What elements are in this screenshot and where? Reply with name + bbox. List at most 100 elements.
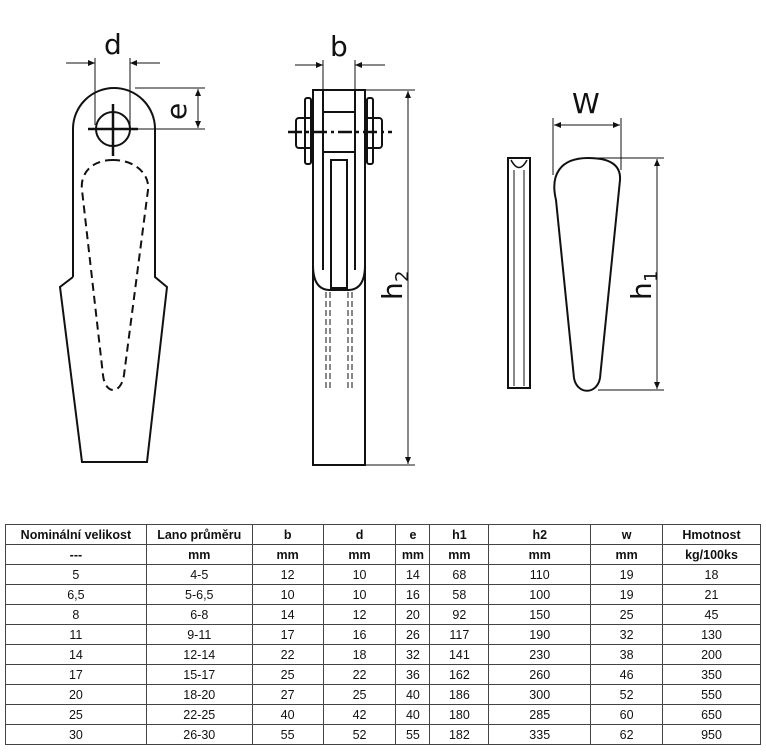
wedge-view — [507, 118, 664, 392]
table-cell: 10 — [251, 584, 324, 605]
table-cell: 22 — [322, 664, 397, 685]
column-header: d — [322, 524, 397, 545]
table-cell: 32 — [395, 644, 431, 665]
table-cell: 58 — [429, 584, 490, 605]
table-cell: 32 — [590, 624, 664, 645]
table-cell: 117 — [429, 624, 490, 645]
table-cell: 230 — [488, 644, 592, 665]
column-header: w — [590, 524, 664, 545]
table-cell: 300 — [488, 684, 592, 705]
label-h1-sub: 1 — [641, 271, 662, 282]
table-cell: 200 — [662, 644, 761, 665]
table-cell: 19 — [590, 584, 664, 605]
table-cell: 5 — [5, 564, 147, 585]
table-cell: 25 — [5, 704, 147, 725]
table-cell: 16 — [395, 584, 431, 605]
unit-cell: mm — [590, 544, 664, 565]
unit-cell: mm — [322, 544, 397, 565]
side-view — [288, 60, 415, 466]
table-cell: 68 — [429, 564, 490, 585]
table-cell: 9-11 — [145, 624, 253, 645]
table-cell: 8 — [5, 604, 147, 625]
column-header: Lano průměru — [145, 524, 253, 545]
unit-cell: mm — [145, 544, 253, 565]
table-cell: 27 — [251, 684, 324, 705]
table-cell: 45 — [662, 604, 761, 625]
table-cell: 21 — [662, 584, 761, 605]
column-header: e — [395, 524, 431, 545]
column-header: Hmotnost — [662, 524, 761, 545]
table-cell: 46 — [590, 664, 664, 685]
table-cell: 186 — [429, 684, 490, 705]
column-header: Nominální velikost — [5, 524, 147, 545]
table-cell: 60 — [590, 704, 664, 725]
column-header: b — [251, 524, 324, 545]
table-cell: 20 — [5, 684, 147, 705]
table-cell: 19 — [590, 564, 664, 585]
unit-cell: mm — [395, 544, 431, 565]
table-cell: 55 — [251, 724, 324, 745]
table-cell: 550 — [662, 684, 761, 705]
table-cell: 141 — [429, 644, 490, 665]
label-d: d — [104, 28, 122, 61]
table-cell: 11 — [5, 624, 147, 645]
front-view — [58, 58, 205, 463]
table-cell: 182 — [429, 724, 490, 745]
label-h2: h — [376, 282, 409, 300]
unit-cell: mm — [488, 544, 592, 565]
table-cell: 38 — [590, 644, 664, 665]
table-cell: 12 — [251, 564, 324, 585]
table-cell: 25 — [322, 684, 397, 705]
table-cell: 130 — [662, 624, 761, 645]
table-cell: 36 — [395, 664, 431, 685]
table-cell: 10 — [322, 564, 397, 585]
table-cell: 150 — [488, 604, 592, 625]
table-cell: 52 — [322, 724, 397, 745]
table-cell: 16 — [322, 624, 397, 645]
label-h2-sub: 2 — [392, 271, 413, 282]
column-header: h1 — [429, 524, 490, 545]
table-cell: 25 — [590, 604, 664, 625]
table-cell: 950 — [662, 724, 761, 745]
label-w: W — [572, 87, 600, 120]
table-cell: 92 — [429, 604, 490, 625]
unit-cell: mm — [251, 544, 324, 565]
table-cell: 22-25 — [145, 704, 253, 725]
table-cell: 110 — [488, 564, 592, 585]
table-cell: 40 — [395, 684, 431, 705]
table-cell: 26 — [395, 624, 431, 645]
table-cell: 42 — [322, 704, 397, 725]
table-cell: 335 — [488, 724, 592, 745]
table-cell: 10 — [322, 584, 397, 605]
table-cell: 40 — [251, 704, 324, 725]
unit-cell: mm — [429, 544, 490, 565]
table-cell: 162 — [429, 664, 490, 685]
label-b: b — [330, 30, 348, 63]
table-cell: 26-30 — [145, 724, 253, 745]
table-cell: 6,5 — [5, 584, 147, 605]
table-cell: 260 — [488, 664, 592, 685]
table-cell: 62 — [590, 724, 664, 745]
table-cell: 650 — [662, 704, 761, 725]
table-cell: 350 — [662, 664, 761, 685]
table-cell: 180 — [429, 704, 490, 725]
table-cell: 100 — [488, 584, 592, 605]
table-cell: 6-8 — [145, 604, 253, 625]
wedge-socket-drawing: d e b h2 W h1 — [58, 28, 664, 466]
table-cell: 14 — [395, 564, 431, 585]
table-cell: 12 — [322, 604, 397, 625]
table-cell: 52 — [590, 684, 664, 705]
table-cell: 14 — [5, 644, 147, 665]
table-cell: 18 — [662, 564, 761, 585]
table-cell: 190 — [488, 624, 592, 645]
table-cell: 18 — [322, 644, 397, 665]
table-cell: 17 — [251, 624, 324, 645]
table-cell: 4-5 — [145, 564, 253, 585]
